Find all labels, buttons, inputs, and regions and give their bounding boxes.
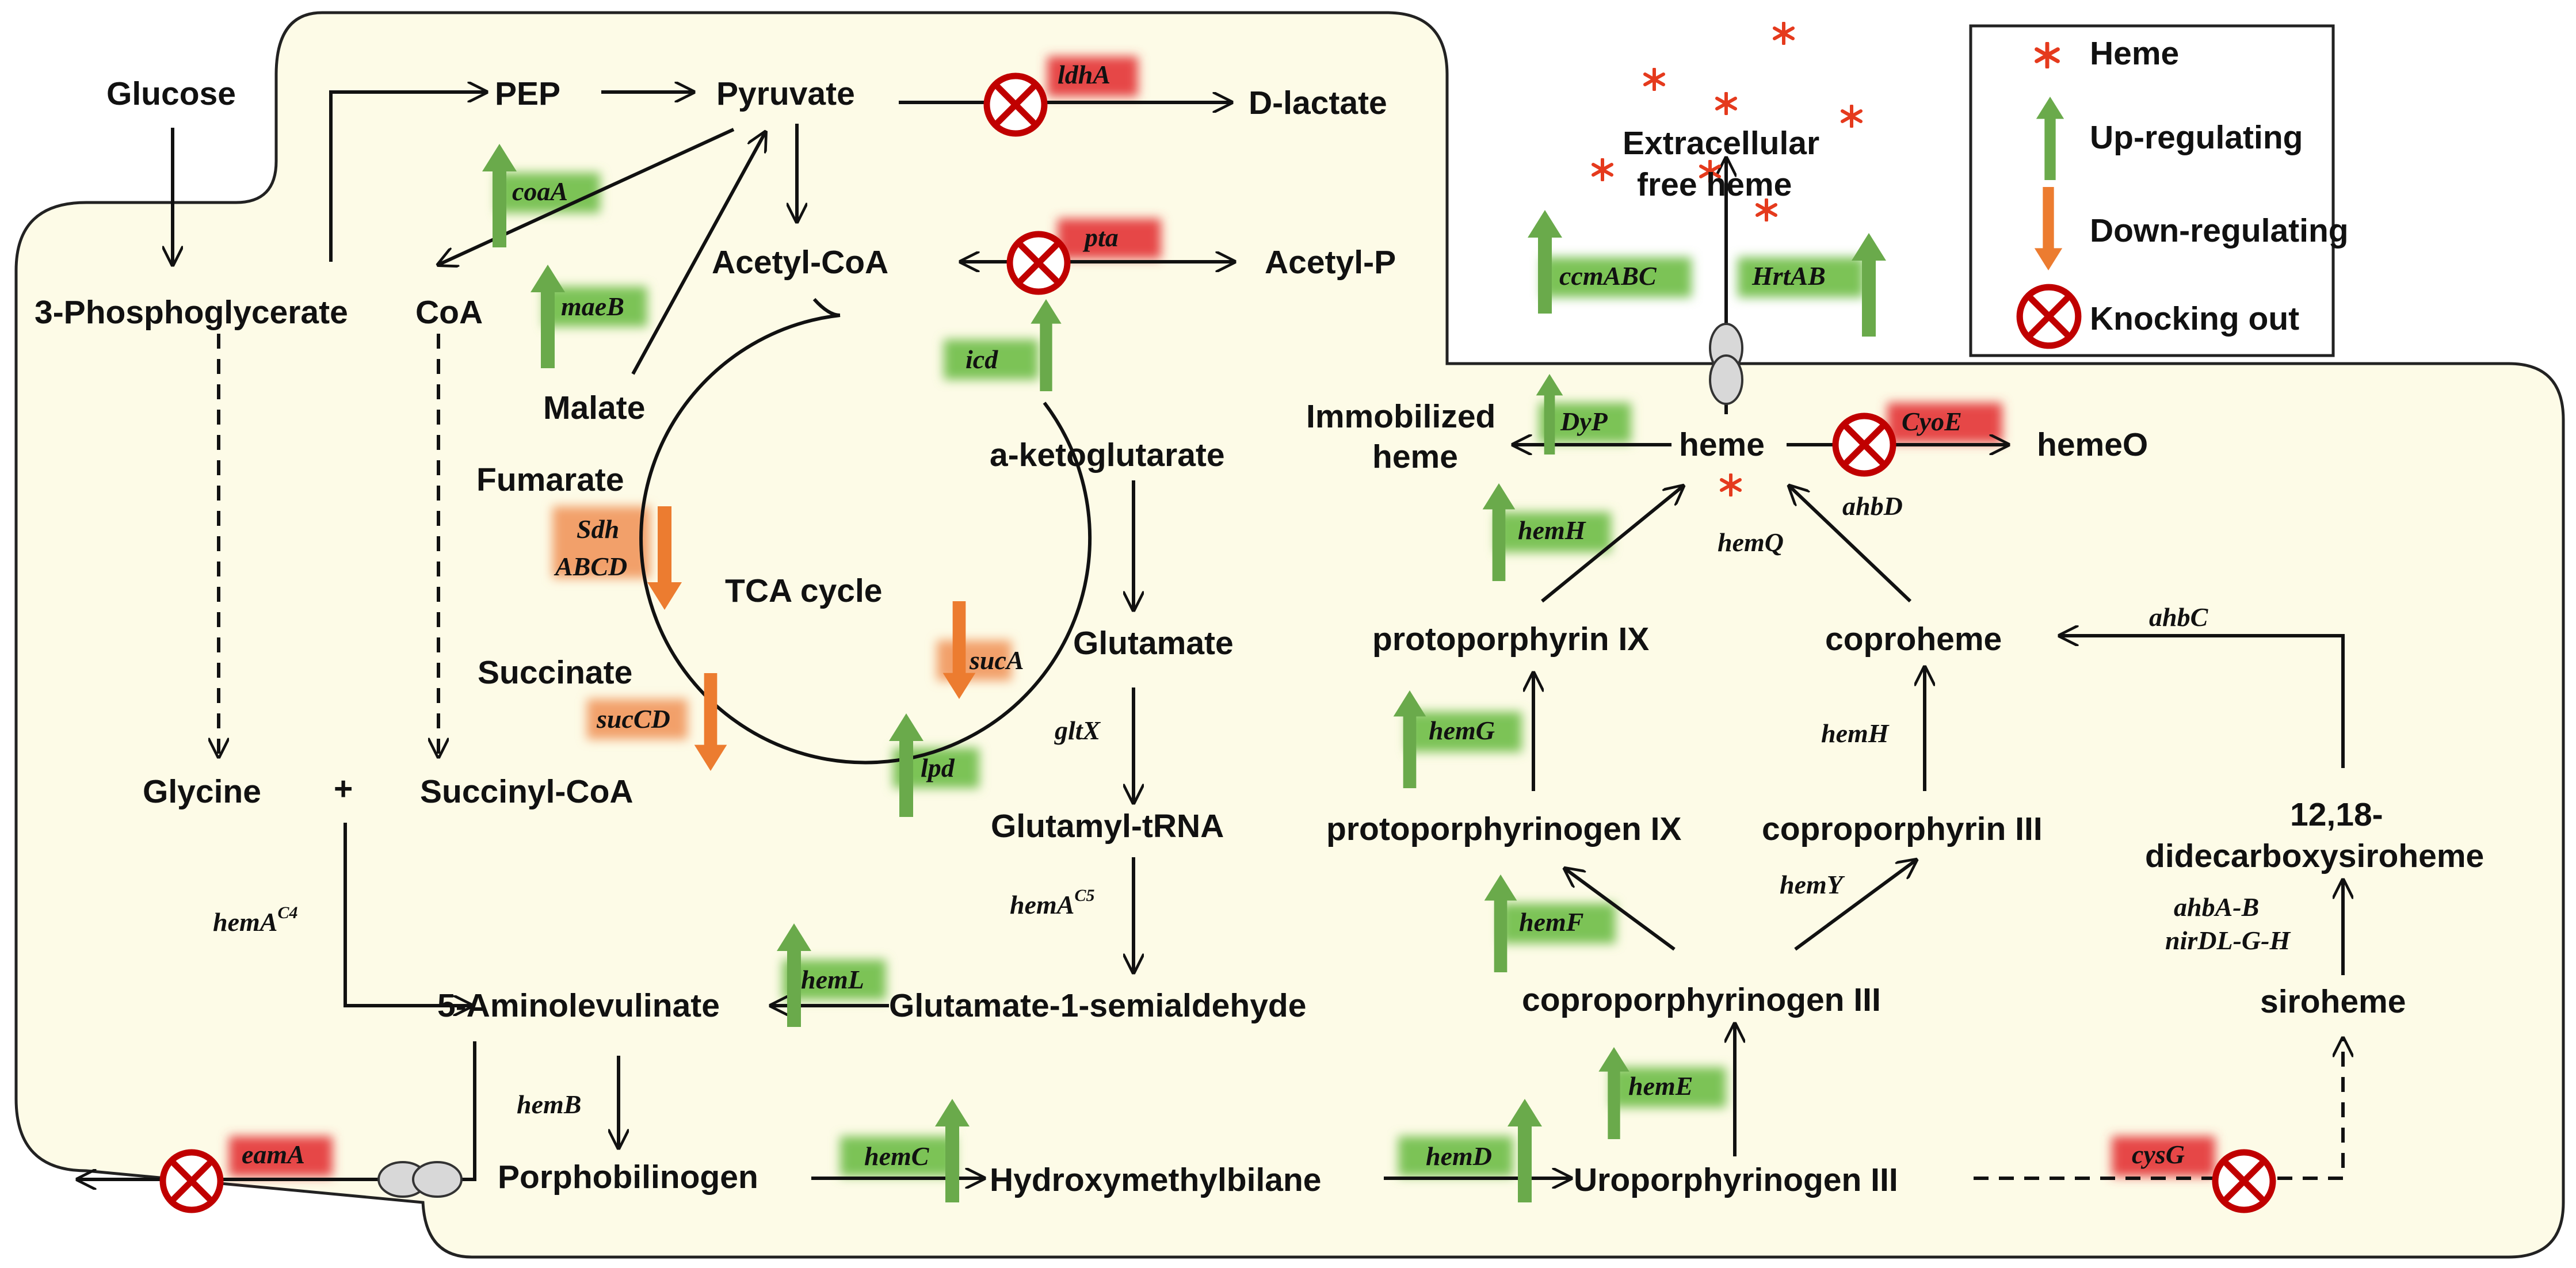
label-glucose: Glucose	[106, 75, 236, 112]
tca-cycle-circle	[639, 314, 1092, 765]
label-acetyl-coa: Acetyl-CoA	[712, 244, 888, 281]
enzyme-ccmABC: ccmABC	[1559, 261, 1657, 291]
label-glutamate: Glutamate	[1073, 625, 1234, 662]
label-hemeo: hemeO	[2037, 426, 2148, 463]
metabolite-labels: Glucose PEP Pyruvate D-lactate 3-Phospho…	[35, 75, 2484, 1198]
knockout-icon	[1835, 416, 1893, 473]
enzyme-pta: pta	[1082, 223, 1119, 252]
enzyme-ldhA: ldhA	[1058, 60, 1110, 89]
legend: Heme Up-regulating Down-regulating Knock…	[1969, 24, 2349, 357]
cell-membrane	[14, 11, 2565, 1259]
knockout-icon	[163, 1152, 220, 1210]
label-protoporphyrin-ix: protoporphyrin IX	[1372, 621, 1649, 658]
enzyme-sucCD: sucCD	[596, 704, 670, 734]
label-coa: CoA	[415, 294, 483, 331]
enzyme-nirDL-G-H: nirDL-G-H	[2165, 926, 2291, 955]
label-malate: Malate	[543, 389, 645, 426]
label-free-heme: free heme	[1637, 166, 1792, 203]
knockout-icon	[2215, 1152, 2273, 1210]
tca-link	[812, 298, 841, 317]
label-coproporphyrinogen-iii: coproporphyrinogen III	[1522, 981, 1881, 1018]
knockout-icon	[1010, 234, 1067, 292]
enzyme-DyP: DyP	[1560, 407, 1608, 436]
enzyme-hemE: hemE	[1628, 1071, 1693, 1101]
label-extracellular: Extracellular	[1623, 125, 1819, 162]
label-succinyl-coa: Succinyl-CoA	[420, 773, 633, 810]
enzyme-maeB: maeB	[561, 292, 624, 321]
label-heme: heme	[1679, 426, 1765, 463]
label-3-phosphoglycerate: 3-Phosphoglycerate	[35, 294, 348, 331]
legend-heme: Heme	[2090, 35, 2179, 72]
enzyme-hemF: hemF	[1519, 907, 1583, 937]
label-12-18: 12,18-	[2290, 796, 2383, 833]
label-acetyl-p: Acetyl-P	[1265, 244, 1396, 281]
knockout-icon	[987, 76, 1044, 133]
legend-knocking-out: Knocking out	[2090, 300, 2299, 337]
enzyme-hemB: hemB	[517, 1090, 581, 1119]
heme-star-icon	[1842, 106, 1861, 127]
label-porphobilinogen: Porphobilinogen	[498, 1159, 758, 1196]
label-a-ketoglutarate: a-ketoglutarate	[990, 437, 1225, 473]
label-uroporphyrinogen-iii: Uroporphyrinogen III	[1574, 1162, 1898, 1198]
label-d-lactate: D-lactate	[1249, 85, 1387, 121]
label-pyruvate: Pyruvate	[716, 75, 855, 112]
label-succinate: Succinate	[478, 654, 632, 691]
enzyme-ahbC: ahbC	[2149, 602, 2209, 632]
transporter-icon	[1709, 323, 1743, 405]
enzyme-cysG: cysG	[2132, 1140, 2185, 1169]
enzyme-hemQ: hemQ	[1718, 528, 1784, 557]
label-hydroxymethylbilane: Hydroxymethylbilane	[990, 1162, 1322, 1198]
label-tca-cycle: TCA cycle	[725, 572, 883, 609]
label-didecarboxysiroheme: didecarboxysiroheme	[2145, 838, 2484, 874]
enzyme-eamA: eamA	[242, 1140, 305, 1169]
enzyme-hemH-proto: hemH	[1518, 515, 1586, 545]
label-protoporphyrinogen-ix: protoporphyrinogen IX	[1326, 811, 1681, 847]
knockout-icon	[2020, 287, 2078, 346]
enzyme-ahbA-B: ahbA-B	[2174, 892, 2259, 922]
label-plus: +	[334, 770, 353, 807]
enzyme-hemY: hemY	[1780, 870, 1845, 899]
label-pep: PEP	[495, 75, 560, 112]
label-glycine: Glycine	[143, 773, 261, 810]
heme-star-icon	[1645, 69, 1663, 90]
label-fumarate: Fumarate	[476, 461, 624, 498]
enzyme-sdh-abcd: ABCD	[554, 552, 627, 581]
enzyme-highlights	[229, 56, 2215, 1177]
legend-down-regulating: Down-regulating	[2090, 212, 2349, 249]
label-siroheme: siroheme	[2260, 983, 2406, 1020]
label-glutamate-semialdehyde: Glutamate-1-semialdehyde	[889, 987, 1306, 1024]
heme-star-icon	[1593, 159, 1612, 180]
label-5-aminolevulinate: 5-Aminolevulinate	[437, 987, 720, 1024]
enzyme-hemA-c5: hemAC5	[1010, 886, 1094, 919]
enzyme-labels: ldhA pta coaA maeB icd Sdh ABCD sucA suc…	[213, 60, 2291, 1171]
legend-up-regulating: Up-regulating	[2090, 119, 2303, 156]
label-glutamyl-trna: Glutamyl-tRNA	[991, 808, 1224, 845]
enzyme-lpd: lpd	[921, 753, 955, 782]
enzyme-sucA: sucA	[969, 646, 1024, 675]
enzyme-ahbD: ahbD	[1842, 491, 1903, 521]
label-immobilized-heme: heme	[1372, 438, 1458, 475]
dashed-arrows	[219, 334, 2343, 1180]
enzyme-hemL: hemL	[801, 965, 864, 994]
enzyme-hemH-copro: hemH	[1821, 719, 1890, 748]
enzyme-HrtAB: HrtAB	[1751, 261, 1826, 291]
enzyme-hemA-c4: hemAC4	[213, 903, 297, 937]
enzyme-sdh: Sdh	[577, 514, 619, 544]
transporter-icon	[377, 1161, 463, 1198]
enzyme-gltX: gltX	[1054, 716, 1101, 745]
enzyme-hemG: hemG	[1429, 716, 1495, 745]
enzyme-icd: icd	[965, 345, 998, 374]
enzyme-hemD: hemD	[1426, 1141, 1492, 1171]
enzyme-coaA: coaA	[512, 177, 568, 206]
heme-star-icon	[1774, 23, 1793, 44]
enzyme-hemC: hemC	[864, 1141, 930, 1171]
heme-star-icon	[1717, 93, 1735, 114]
label-coproporphyrin-iii: coproporphyrin III	[1762, 811, 2043, 847]
label-immobilized: Immobilized	[1306, 398, 1495, 435]
enzyme-CyoE: CyoE	[1902, 407, 1962, 436]
label-coproheme: coproheme	[1825, 621, 2002, 658]
